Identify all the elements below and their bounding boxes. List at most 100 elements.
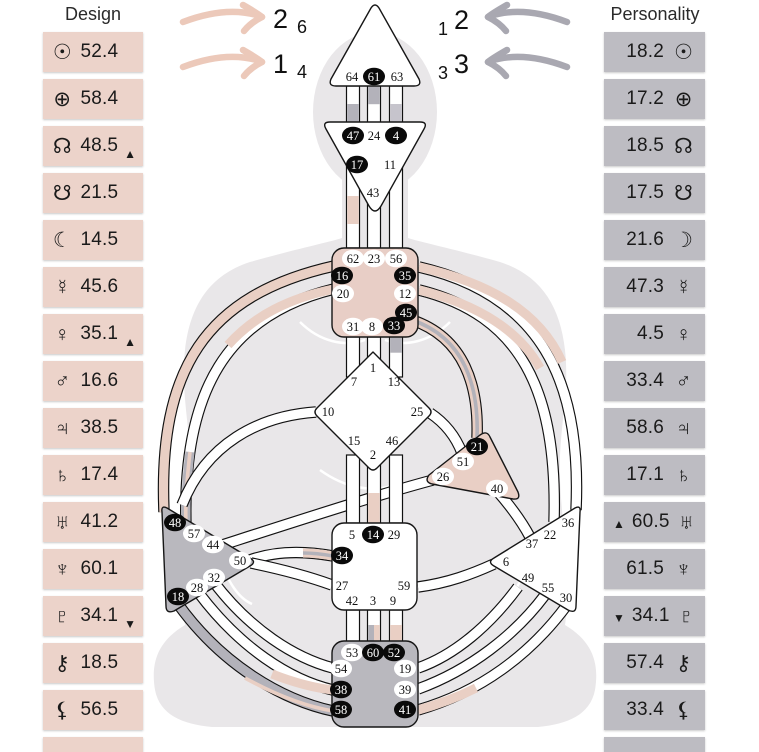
- personality-row-venus[interactable]: 4.5♀: [604, 314, 705, 354]
- personality-row-pluto[interactable]: ▼34.1♇: [604, 596, 705, 636]
- chiron-icon: ⚷: [54, 651, 70, 675]
- gate-1: 1: [370, 361, 376, 375]
- personality-row-saturn[interactable]: 17.1♄: [604, 455, 705, 495]
- personality-arrow-bottom-icon: [484, 46, 571, 80]
- earth-icon: ⊕: [53, 87, 72, 111]
- design-arrow-bottom-icon: [179, 46, 266, 80]
- personality-arrow-top-icon: [484, 1, 571, 35]
- gate-40: 40: [486, 479, 508, 498]
- gate-7: 7: [351, 375, 357, 389]
- design-venus-gate-line: 35.1: [80, 323, 119, 344]
- personality-row-mars[interactable]: 33.4♂: [604, 361, 705, 401]
- north-node-icon: ☊: [52, 134, 72, 158]
- personality-row-south-node[interactable]: 17.5☋: [604, 173, 705, 213]
- pluto-icon: ♇: [54, 604, 71, 628]
- design-mercury-gate-line: 45.6: [80, 276, 119, 297]
- personality-lilith-gate-line: 33.4: [626, 699, 664, 720]
- gate-13: 13: [388, 375, 401, 389]
- gate-4: 4: [385, 126, 407, 145]
- design-row-uranus[interactable]: ♅41.2: [43, 502, 143, 542]
- svg-text:39: 39: [399, 683, 412, 697]
- gate-29: 29: [388, 528, 401, 542]
- personality-bottom-subnumber: 3: [438, 63, 449, 83]
- gate-38: 38: [330, 680, 352, 699]
- mercury-icon: ☿: [54, 275, 71, 299]
- design-row-mars[interactable]: ♂16.6: [43, 361, 143, 401]
- design-row-moon[interactable]: ☾14.5: [43, 220, 143, 260]
- gate-17: 17: [346, 155, 368, 174]
- gate-24: 24: [368, 129, 381, 143]
- design-row-mercury[interactable]: ☿ 45.6: [43, 267, 143, 307]
- design-row-neptune[interactable]: ♆60.1: [43, 549, 143, 589]
- gate-14: 14: [362, 525, 384, 544]
- design-row-pluto[interactable]: ♇34.1▼: [43, 596, 143, 636]
- personality-row-neptune[interactable]: 61.5♆: [604, 549, 705, 589]
- design-arrow-top-icon: [179, 1, 266, 35]
- svg-text:8: 8: [369, 320, 375, 334]
- design-south-node-gate-line: 21.5: [80, 182, 119, 203]
- personality-row-mercury[interactable]: 47.3☿: [604, 267, 705, 307]
- south-node-icon: ☋: [674, 181, 693, 205]
- design-moon-gate-line: 14.5: [80, 229, 119, 250]
- gate-53: 53: [341, 643, 363, 662]
- gate-22: 22: [544, 528, 557, 542]
- design-row-chiron[interactable]: ⚷18.5: [43, 643, 143, 683]
- jupiter-icon: ♃: [675, 416, 692, 440]
- svg-text:6: 6: [503, 555, 509, 569]
- design-row-lilith[interactable]: ⚸56.5: [43, 690, 143, 730]
- design-top-subnumber: 6: [297, 17, 308, 37]
- gate-48: 48: [164, 513, 186, 532]
- saturn-icon: ♄: [54, 463, 71, 487]
- gate-56: 56: [385, 249, 407, 268]
- gate-34: 34: [331, 546, 353, 565]
- svg-text:64: 64: [346, 70, 359, 84]
- svg-text:50: 50: [234, 554, 247, 568]
- design-row-saturn[interactable]: ♄ 17.4: [43, 455, 143, 495]
- svg-text:47: 47: [347, 129, 360, 143]
- gate-39: 39: [394, 680, 416, 699]
- design-bottom-subnumber: 4: [297, 62, 308, 82]
- gate-62: 62: [342, 249, 364, 268]
- gate-49: 49: [522, 571, 535, 585]
- svg-text:12: 12: [399, 287, 412, 301]
- personality-row-moon[interactable]: 21.6☽: [604, 220, 705, 260]
- design-lilith-gate-line: 56.5: [80, 699, 119, 720]
- center-solar-plexus: [489, 506, 581, 613]
- personality-planet-list: 18.2☉17.2⊕18.5☊17.5☋21.6☽47.3☿4.5♀33.4♂5…: [604, 32, 705, 737]
- arrows-layer: [179, 1, 571, 80]
- personality-row-chiron[interactable]: 57.4⚷: [604, 643, 705, 683]
- jupiter-icon: ♃: [54, 416, 71, 440]
- design-saturn-gate-line: 17.4: [80, 464, 119, 485]
- design-row-jupiter[interactable]: ♃38.5: [43, 408, 143, 448]
- personality-venus-gate-line: 4.5: [636, 323, 664, 344]
- svg-text:59: 59: [398, 579, 411, 593]
- design-row-north-node[interactable]: ☊48.5▲: [43, 126, 143, 166]
- svg-text:30: 30: [560, 591, 573, 605]
- design-row-sun[interactable]: ☉52.4: [43, 32, 143, 72]
- gate-20: 20: [332, 284, 354, 303]
- personality-moon-gate-line: 21.6: [626, 229, 664, 250]
- design-top-number: 2: [273, 4, 289, 34]
- gate-19: 19: [394, 659, 416, 678]
- design-row-venus[interactable]: ♀35.1▲: [43, 314, 143, 354]
- personality-row-jupiter[interactable]: 58.6♃: [604, 408, 705, 448]
- design-row-earth[interactable]: ⊕58.4: [43, 79, 143, 119]
- gate-6: 6: [503, 555, 509, 569]
- gate-31: 31: [342, 317, 364, 336]
- gate-10: 10: [322, 405, 335, 419]
- design-row-south-node[interactable]: ☋21.5: [43, 173, 143, 213]
- personality-row-earth[interactable]: 17.2⊕: [604, 79, 705, 119]
- gate-61: 61: [363, 67, 385, 86]
- personality-row-uranus[interactable]: ▲60.5♅: [604, 502, 705, 542]
- personality-row-lilith[interactable]: 33.4⚸: [604, 690, 705, 730]
- svg-text:34: 34: [336, 549, 349, 563]
- mars-icon: ♂: [54, 369, 71, 393]
- personality-row-north-node[interactable]: 18.5☊: [604, 126, 705, 166]
- mars-icon: ♂: [675, 369, 692, 393]
- center-g: [314, 351, 432, 471]
- svg-text:51: 51: [457, 455, 470, 469]
- svg-text:26: 26: [437, 470, 450, 484]
- svg-text:48: 48: [169, 516, 182, 530]
- svg-text:40: 40: [491, 482, 504, 496]
- personality-row-sun[interactable]: 18.2☉: [604, 32, 705, 72]
